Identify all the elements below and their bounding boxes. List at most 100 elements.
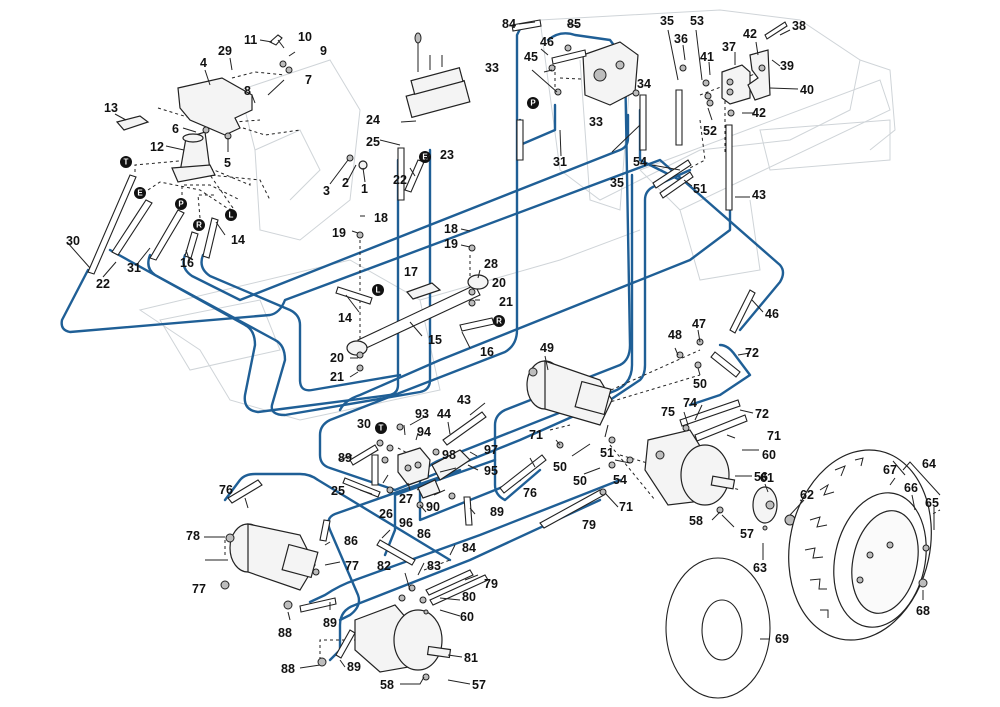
callout: 65 xyxy=(925,496,939,510)
callout: 42 xyxy=(743,27,757,41)
callout: 41 xyxy=(700,50,714,64)
hose-fittings-shape xyxy=(652,159,692,189)
hose-fittings-shape xyxy=(184,231,199,259)
steering-unit-shape xyxy=(171,164,216,183)
wheel-assembly-shape xyxy=(851,510,919,614)
hose-route xyxy=(327,468,462,622)
small-fittings-shape xyxy=(762,525,768,531)
small-fittings-shape xyxy=(608,436,616,444)
leader-lines-shape xyxy=(464,574,479,581)
callout: 27 xyxy=(399,492,413,506)
wheel-motor xyxy=(644,429,736,506)
leader-lines-shape xyxy=(447,679,471,685)
hose-fittings-shape xyxy=(639,94,647,151)
leader-lines-shape xyxy=(204,69,211,86)
hose-fittings-shape xyxy=(675,89,683,146)
leader-lines-shape xyxy=(789,499,805,516)
callout: 36 xyxy=(674,32,688,46)
callout: 71 xyxy=(529,428,543,442)
leader-lines-shape xyxy=(751,299,764,313)
wheel-assembly-shape xyxy=(866,551,874,559)
callout: 14 xyxy=(338,311,352,325)
small-fittings-shape xyxy=(702,79,710,87)
callout: 84 xyxy=(502,17,516,31)
callout: 31 xyxy=(127,261,141,275)
hose-fittings-shape xyxy=(269,34,283,46)
chassis-frame-shape xyxy=(539,9,861,201)
callout-labels: 11 29 10 9 7 8 4 13 6 12 5 3 2 1 24 25 2… xyxy=(66,14,939,692)
assembly-lines-shape xyxy=(197,194,215,219)
leader-lines-shape xyxy=(449,544,456,556)
small-fittings-shape xyxy=(285,66,293,74)
callout: 60 xyxy=(460,610,474,624)
callout: 29 xyxy=(218,44,232,58)
port-marker-l-shape xyxy=(372,284,384,296)
chassis-frame-shape xyxy=(679,199,761,281)
small-fittings-shape xyxy=(312,568,320,576)
small-fittings-shape xyxy=(548,64,556,72)
wheel-assembly-shape xyxy=(856,576,864,584)
hydraulic-pump-shape xyxy=(593,68,607,82)
wheel-hub-shape xyxy=(752,486,778,524)
small-fittings-shape xyxy=(706,99,714,107)
leader-lines-shape xyxy=(726,434,736,439)
hose-fittings-shape xyxy=(725,124,733,211)
port-marker-t: T xyxy=(375,422,387,434)
hose-fittings-shape xyxy=(227,479,263,504)
callout: 88 xyxy=(281,662,295,676)
hose-fittings-shape xyxy=(729,289,756,334)
callout: 78 xyxy=(186,529,200,543)
hose-fittings-shape xyxy=(349,444,379,466)
inner-tube-shape xyxy=(701,599,743,661)
hose-fittings-shape xyxy=(694,414,748,442)
leader-lines-shape xyxy=(447,654,463,658)
hose-fittings-shape xyxy=(299,597,337,613)
small-fittings-shape xyxy=(220,580,230,590)
port-marker-t-shape: T xyxy=(379,424,384,433)
hose-fittings-shape xyxy=(111,199,153,256)
hose-fittings-shape xyxy=(429,574,489,606)
callout: 94 xyxy=(417,425,431,439)
hose-fittings-shape xyxy=(710,351,741,378)
port-marker-p-shape: P xyxy=(178,200,184,209)
wheel-motor-shape xyxy=(655,450,665,460)
leader-lines-shape xyxy=(477,269,481,279)
leader-lines-shape xyxy=(651,164,681,171)
small-fittings-shape xyxy=(468,244,476,252)
callout: 12 xyxy=(150,140,164,154)
leader-lines-shape xyxy=(409,321,423,337)
callout: 82 xyxy=(377,559,391,573)
leader-lines-shape xyxy=(764,483,769,493)
steering-unit-shape xyxy=(182,133,204,143)
valve-manifold-shape xyxy=(721,64,751,105)
callout: 19 xyxy=(332,226,346,240)
callout: 33 xyxy=(485,61,499,75)
callout: 3 xyxy=(323,184,330,198)
port-marker-r-shape xyxy=(193,219,205,231)
leader-lines-shape xyxy=(404,572,411,591)
leader-lines-shape xyxy=(737,352,751,356)
hose-fittings-shape xyxy=(499,454,547,494)
port-marker-r: R xyxy=(193,219,205,231)
small-fittings-shape xyxy=(599,488,607,496)
assembly-lines-shape xyxy=(689,119,706,169)
callout: 46 xyxy=(765,307,779,321)
leader-lines-shape xyxy=(382,474,389,484)
port-marker-l: L xyxy=(225,209,237,221)
wheel-motor xyxy=(354,604,452,673)
callout: 97 xyxy=(484,443,498,457)
hose-route xyxy=(108,158,400,414)
leader-lines-shape xyxy=(379,139,401,146)
callout: 86 xyxy=(417,527,431,541)
small-fittings-shape xyxy=(283,600,293,610)
callout: 50 xyxy=(553,460,567,474)
control-valve xyxy=(405,32,471,119)
leader-lines-shape xyxy=(544,355,549,371)
chassis-frame-shape xyxy=(239,59,361,241)
leader-lines-shape xyxy=(324,561,341,566)
small-fittings-shape xyxy=(423,609,429,615)
hose-fittings-shape xyxy=(371,454,379,486)
callout: 81 xyxy=(464,651,478,665)
